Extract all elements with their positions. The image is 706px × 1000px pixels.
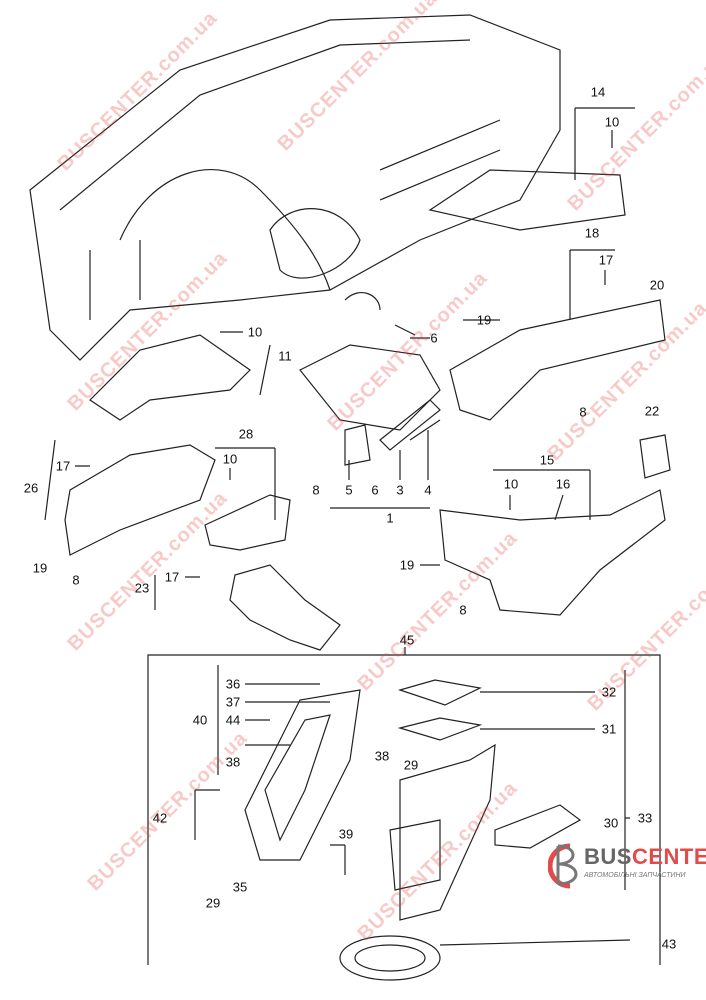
part-label: 29 bbox=[403, 757, 419, 773]
part-label: 38 bbox=[374, 748, 390, 764]
part-label: 11 bbox=[278, 348, 292, 364]
part-label: 45 bbox=[399, 632, 415, 648]
dashboard-frame bbox=[29, 14, 561, 361]
part-label: 29 bbox=[205, 895, 221, 911]
part-label: 15 bbox=[539, 452, 555, 468]
part-label: 26 bbox=[23, 480, 39, 496]
part-label: 8 bbox=[459, 602, 467, 618]
part-label: 23 bbox=[134, 580, 150, 596]
logo-mark-icon bbox=[548, 843, 578, 889]
part-label: 10 bbox=[222, 451, 238, 467]
part-label: 28 bbox=[238, 426, 254, 442]
part-label: 10 bbox=[503, 476, 519, 492]
part-label: 42 bbox=[152, 810, 168, 826]
part-label: 8 bbox=[72, 572, 80, 588]
part-label: 19 bbox=[32, 560, 48, 576]
part-label: 8 bbox=[312, 482, 320, 498]
part-label: 6 bbox=[430, 330, 438, 346]
part-label: 36 bbox=[225, 676, 241, 692]
part-label: 18 bbox=[584, 225, 600, 241]
part-label: 37 bbox=[225, 694, 241, 710]
part-label: 8 bbox=[579, 404, 587, 420]
part-label: 17 bbox=[598, 252, 614, 268]
part-label: 10 bbox=[247, 324, 263, 340]
part-label: 19 bbox=[476, 312, 492, 328]
part-label: 5 bbox=[345, 482, 353, 498]
logo-tagline: АВТОМОБІЛЬНІ ЗАПЧАСТИНИ bbox=[584, 872, 686, 879]
part-label: 16 bbox=[555, 476, 571, 492]
part-label: 17 bbox=[55, 458, 71, 474]
part-label: 30 bbox=[603, 815, 619, 831]
part-label: 17 bbox=[164, 569, 180, 585]
part-label: 35 bbox=[232, 879, 248, 895]
part-label: 20 bbox=[649, 277, 665, 293]
part-label: 14 bbox=[590, 84, 606, 100]
part-label: 43 bbox=[661, 936, 677, 952]
part-label: 38 bbox=[225, 754, 241, 770]
part-label: 33 bbox=[637, 810, 653, 826]
part-label: 1 bbox=[386, 510, 394, 526]
part-label: 22 bbox=[644, 403, 660, 419]
part-label: 4 bbox=[424, 482, 432, 498]
part-label: 40 bbox=[192, 712, 208, 728]
buscenter-logo: BUSCENTER АВТОМОБІЛЬНІ ЗАПЧАСТИНИ bbox=[548, 840, 706, 890]
part-label: 10 bbox=[604, 114, 620, 130]
part-label: 39 bbox=[338, 826, 354, 842]
logo-title: BUSCENTER bbox=[584, 844, 706, 869]
part-label: 3 bbox=[396, 482, 404, 498]
part-label: 32 bbox=[601, 684, 617, 700]
part-label: 31 bbox=[601, 721, 617, 737]
part-label: 44 bbox=[225, 712, 241, 728]
group-bracket bbox=[147, 654, 661, 965]
part-label: 19 bbox=[399, 557, 415, 573]
part-label: 6 bbox=[371, 482, 379, 498]
